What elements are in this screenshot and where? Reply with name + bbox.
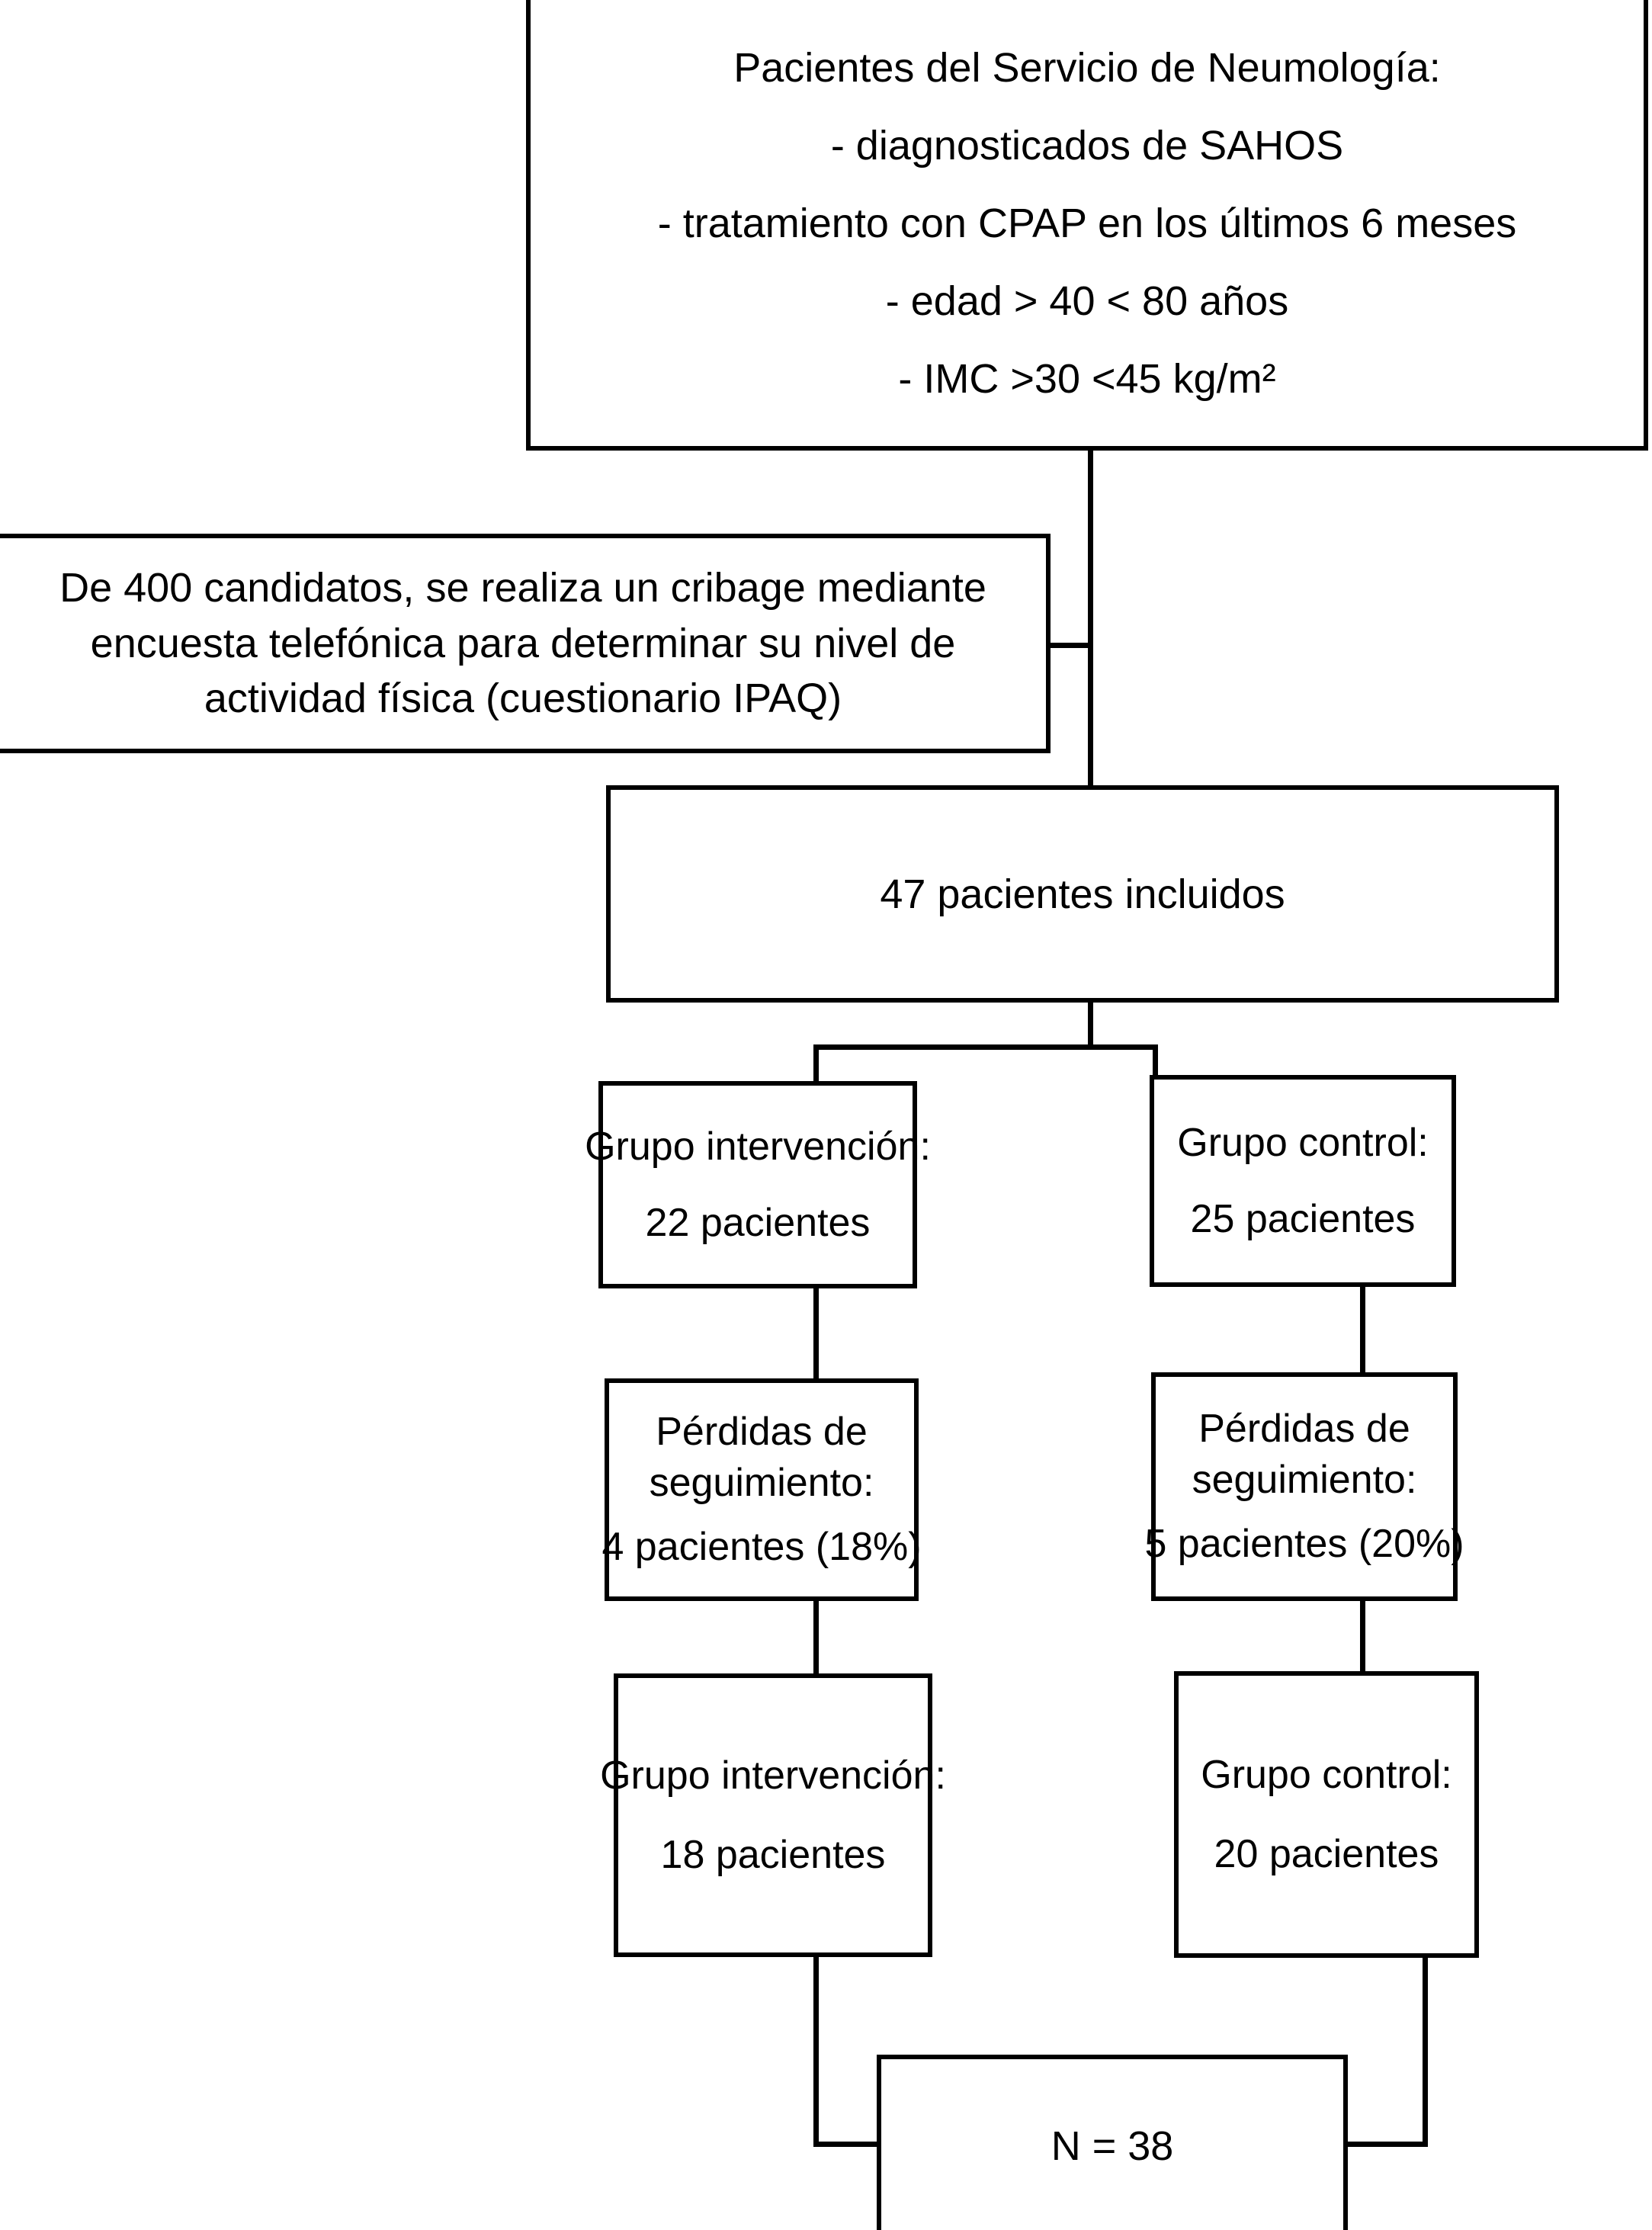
intervention-initial-title: Grupo intervención:: [585, 1125, 931, 1169]
inclusion-criteria-line-1: Pacientes del Servicio de Neumología:: [733, 44, 1441, 91]
connector-control-final-to-total-vertical: [1423, 1955, 1428, 2147]
losses-control-title-2: seguimiento:: [1192, 1457, 1417, 1502]
intervention-final-count: 18 pacientes: [660, 1833, 886, 1877]
connector-split-bar: [813, 1044, 1158, 1050]
losses-control-count: 5 pacientes (20%): [1144, 1522, 1464, 1567]
connector-control-final-to-total-horizontal: [1343, 2142, 1428, 2147]
control-initial-title: Grupo control:: [1177, 1121, 1429, 1165]
losses-intervention-count: 4 pacientes (18%): [601, 1525, 922, 1570]
intervention-group-final-box: Grupo intervención: 18 pacientes: [600, 1673, 946, 1957]
included-patients-label: 47 pacientes incluidos: [880, 871, 1285, 917]
included-patients-box: 47 pacientes incluidos: [606, 785, 1559, 1003]
intervention-final-title: Grupo intervención:: [600, 1754, 946, 1798]
total-sample-label: N = 38: [1051, 2123, 1174, 2169]
losses-control-title-1: Pérdidas de: [1198, 1407, 1410, 1452]
intervention-initial-count: 22 pacientes: [645, 1201, 871, 1245]
inclusion-criteria-line-4: - edad > 40 < 80 años: [885, 278, 1289, 324]
connector-intervention-to-losses: [813, 1286, 819, 1382]
control-final-count: 20 pacientes: [1214, 1832, 1439, 1876]
losses-control-box: Pérdidas de seguimiento: 5 pacientes (20…: [1144, 1372, 1464, 1601]
connector-intervention-final-to-total-horizontal: [813, 2142, 882, 2147]
connector-intervention-final-to-total-vertical: [813, 1955, 819, 2147]
losses-intervention-box: Pérdidas de seguimiento: 4 pacientes (18…: [601, 1378, 922, 1601]
connector-control-to-losses: [1360, 1285, 1365, 1376]
connector-split-to-intervention: [813, 1044, 819, 1086]
control-group-initial-box: Grupo control: 25 pacientes: [1150, 1075, 1456, 1287]
connector-screening-to-trunk: [1046, 643, 1092, 648]
screening-line-1: De 400 candidatos, se realiza un cribage…: [59, 565, 986, 611]
total-sample-box: N = 38: [877, 2055, 1348, 2230]
screening-line-2: encuesta telefónica para determinar su n…: [90, 620, 956, 666]
control-final-title: Grupo control:: [1201, 1753, 1452, 1797]
inclusion-criteria-line-5: - IMC >30 <45 kg/m²: [898, 355, 1276, 402]
losses-intervention-title-1: Pérdidas de: [656, 1410, 868, 1455]
connector-losses-to-intervention-final: [813, 1599, 819, 1677]
inclusion-criteria-box: Pacientes del Servicio de Neumología: - …: [526, 0, 1648, 451]
losses-intervention-title-2: seguimiento:: [649, 1460, 874, 1505]
control-initial-count: 25 pacientes: [1190, 1197, 1416, 1241]
intervention-group-initial-box: Grupo intervención: 22 pacientes: [585, 1081, 931, 1288]
screening-line-3: actividad física (cuestionario IPAQ): [204, 675, 842, 722]
inclusion-criteria-line-3: - tratamiento con CPAP en los últimos 6 …: [657, 200, 1517, 246]
inclusion-criteria-line-2: - diagnosticados de SAHOS: [830, 122, 1344, 168]
connector-criteria-to-included: [1088, 451, 1093, 788]
screening-box: De 400 candidatos, se realiza un cribage…: [0, 534, 1051, 753]
connector-losses-to-control-final: [1360, 1599, 1365, 1675]
connector-included-to-split: [1088, 1000, 1093, 1049]
control-group-final-box: Grupo control: 20 pacientes: [1174, 1671, 1479, 1958]
connector-split-to-control: [1153, 1044, 1158, 1080]
